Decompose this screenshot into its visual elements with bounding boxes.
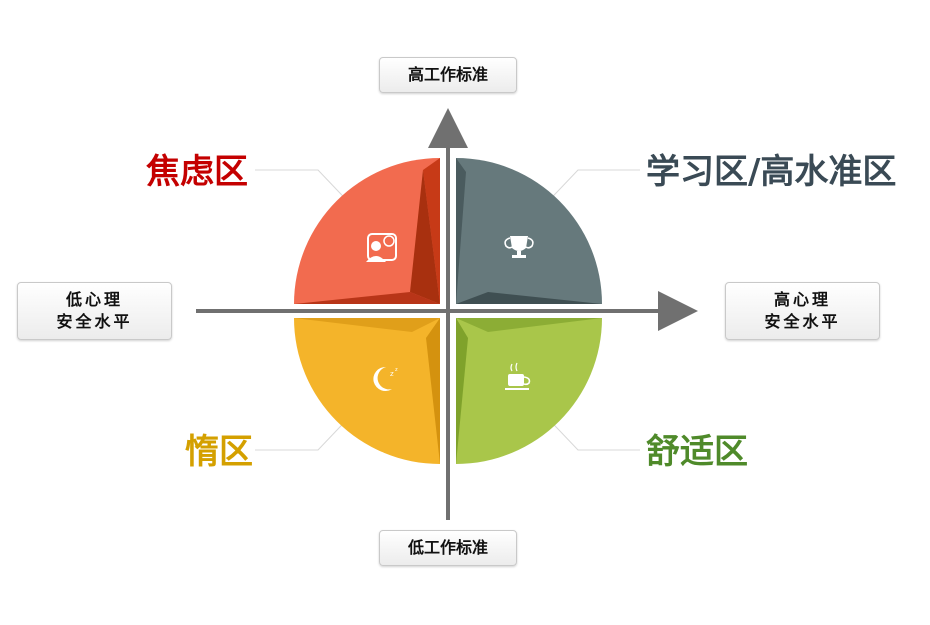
comfort-zone-label: 舒适区	[646, 432, 748, 472]
low-psych-safety-line1: 低心理	[65, 290, 123, 309]
moon-sleep-icon: z z	[373, 366, 398, 391]
coffee-cup-icon	[505, 362, 531, 390]
quadrant-comfort	[456, 318, 602, 464]
high-psych-safety-line2: 安全水平	[764, 312, 841, 331]
quadrant-anxiety	[294, 158, 440, 304]
high-work-standard-text: 高工作标准	[407, 65, 488, 84]
trophy-icon	[504, 236, 534, 258]
high-work-standard-label: 高工作标准	[379, 57, 517, 93]
low-work-standard-label: 低工作标准	[379, 530, 517, 566]
high-psych-safety-label: 高心理 安全水平	[725, 282, 880, 340]
learning-zone-label: 学习区/高水准区	[646, 152, 897, 192]
svg-text:z: z	[390, 370, 394, 378]
svg-text:z: z	[395, 367, 398, 373]
low-work-standard-text: 低工作标准	[407, 538, 488, 557]
low-psych-safety-line2: 安全水平	[56, 312, 133, 331]
anxiety-zone-label: 焦虑区	[146, 152, 248, 192]
person-chat-icon	[366, 233, 397, 262]
lazy-zone-label: 惰区	[185, 432, 253, 472]
high-psych-safety-line1: 高心理	[773, 290, 831, 309]
low-psych-safety-label: 低心理 安全水平	[17, 282, 172, 340]
quadrant-lazy	[294, 318, 440, 464]
quadrant-learning	[456, 158, 602, 304]
